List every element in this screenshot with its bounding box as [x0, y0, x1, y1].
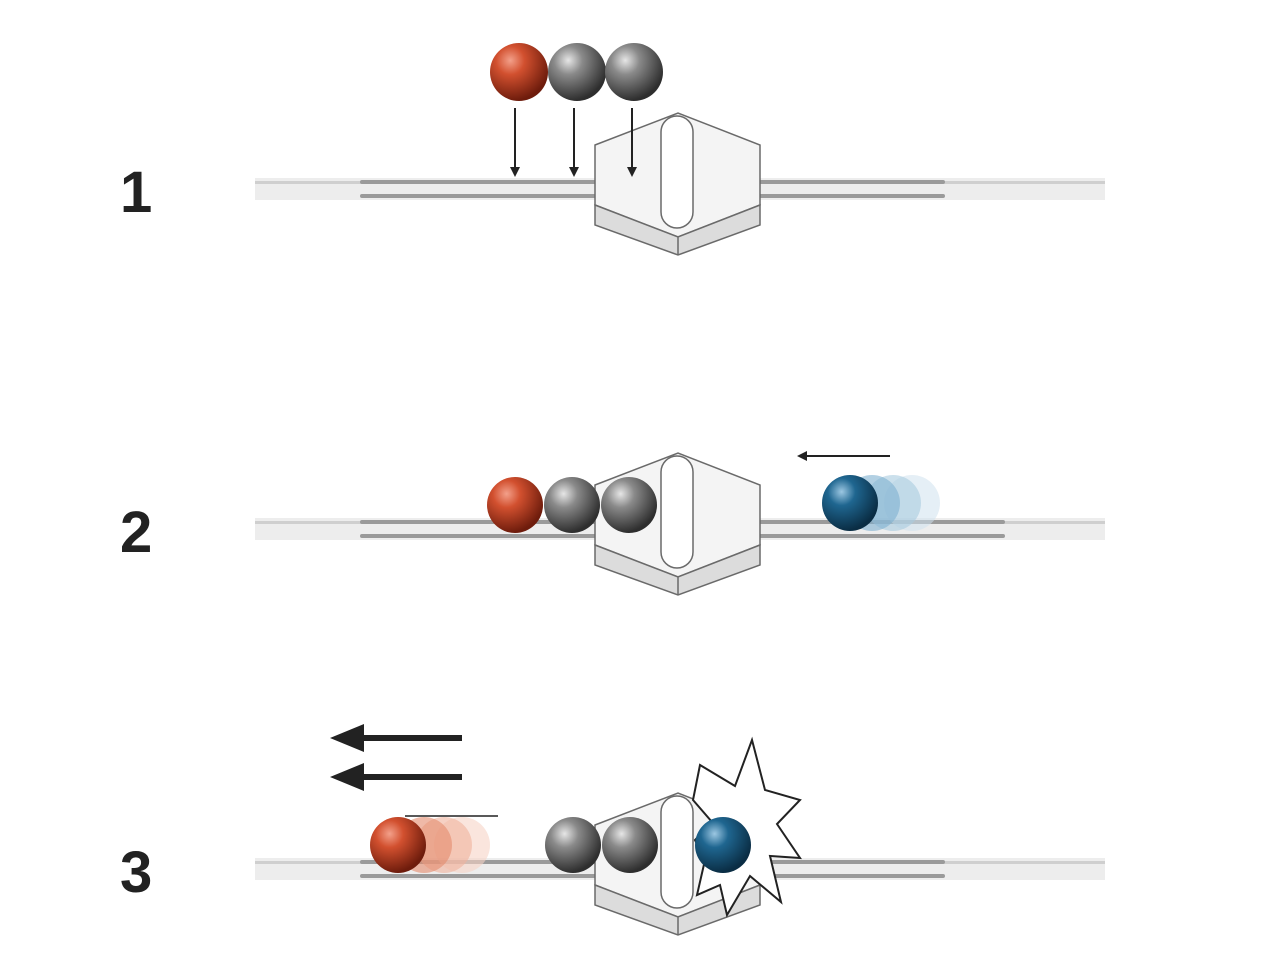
blue-ball-icon	[695, 817, 751, 873]
step-label-2: 2	[120, 500, 152, 565]
gray-ball-icon	[548, 43, 606, 101]
red-ball-icon	[487, 477, 543, 533]
drop-arrows-1	[510, 108, 637, 177]
gray-ball-icon	[601, 477, 657, 533]
step-label-3: 3	[120, 840, 152, 905]
step-1: 1	[120, 43, 1105, 256]
step-3: 3	[120, 724, 1105, 936]
step-label-1: 1	[120, 160, 152, 225]
arrow-icon	[330, 724, 364, 752]
gray-ball-icon	[605, 43, 663, 101]
gray-ball-icon	[602, 817, 658, 873]
red-ball-icon	[370, 817, 426, 873]
launcher-1	[594, 112, 761, 256]
red-ball-icon	[490, 43, 548, 101]
gray-ball-icon	[545, 817, 601, 873]
arrow-icon	[330, 763, 364, 791]
fast-motion-arrows	[330, 724, 462, 791]
blue-ball-icon	[822, 475, 878, 531]
step-2: 2	[120, 451, 1105, 596]
gray-ball-icon	[544, 477, 600, 533]
